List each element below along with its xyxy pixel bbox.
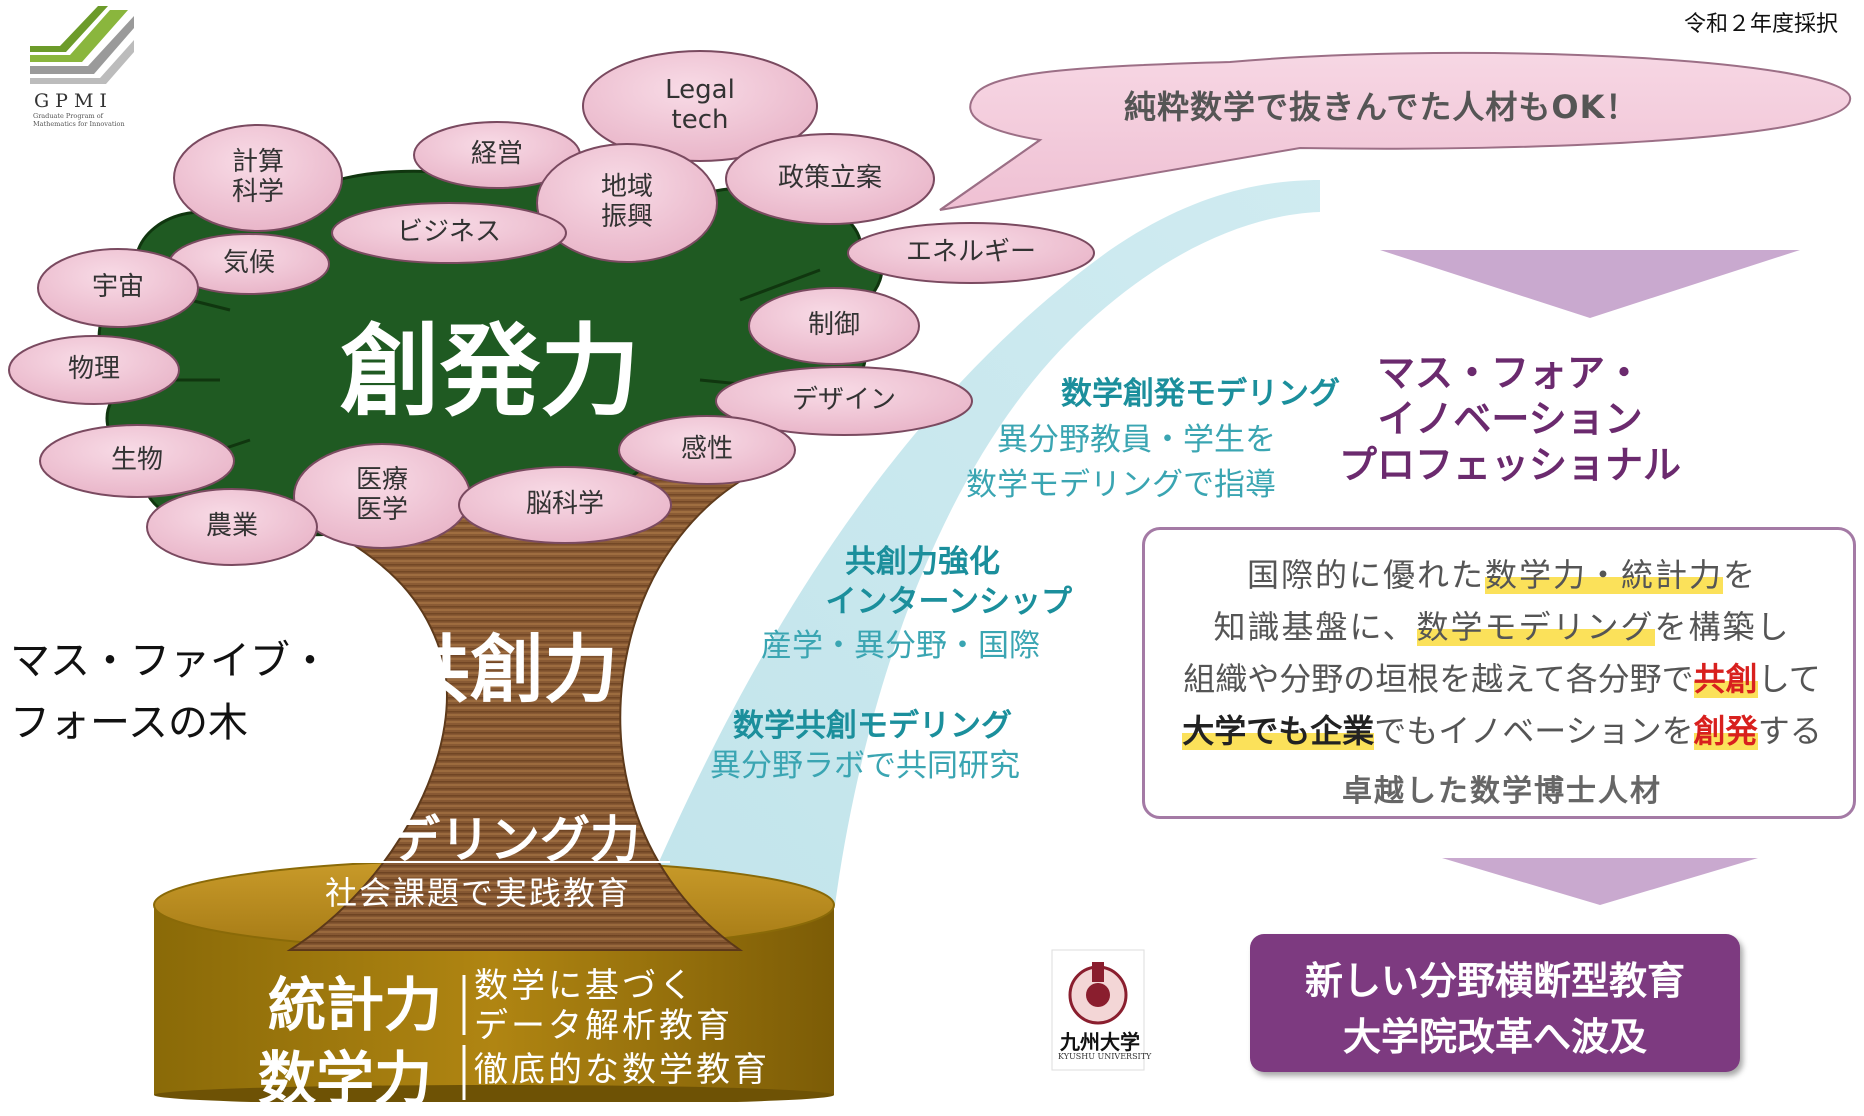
leaf-label-iryo: 医療 医学 xyxy=(355,465,409,525)
leaf-label-butsuri: 物理 xyxy=(67,354,121,385)
program-2-title-2: インターンシップ xyxy=(825,584,1072,620)
base-desc-3: 徹底的な数学教育 xyxy=(474,1050,770,1090)
leaf-keisan xyxy=(173,124,343,232)
speech-bubble-text: 純粋数学で抜きんでた人材もOK！ xyxy=(1124,88,1639,126)
leaf-label-business: ビジネス xyxy=(396,217,502,248)
description-line2: 知識基盤に、数学モデリングを構築し xyxy=(1213,608,1791,646)
leaf-label-keisan: 計算 科学 xyxy=(231,147,285,207)
leaf-label-keiei: 経営 xyxy=(470,139,524,170)
gpmi-logo-text: GPMI xyxy=(34,90,113,112)
leaf-seisaku xyxy=(725,133,935,225)
leaf-label-chiiki: 地域 振興 xyxy=(600,172,654,232)
program-1-title: 数学創発モデリング xyxy=(1061,376,1340,412)
trunk-label: 共創力 xyxy=(396,627,618,713)
leaf-label-nou: 脳科学 xyxy=(525,489,605,520)
description-line3: 組織や分野の垣根を越えて各分野で共創して xyxy=(1183,660,1821,698)
target-title-2: イノベーション xyxy=(1377,397,1643,441)
canopy-label: 創発力 xyxy=(340,312,640,430)
base-desc-2: データ解析教育 xyxy=(474,1006,733,1046)
leaf-label-kiko: 気候 xyxy=(222,248,276,279)
target-title-3: プロフェッショナル xyxy=(1338,443,1681,487)
program-2-line1: 産学・異分野・国際 xyxy=(761,628,1040,664)
leaf-nou xyxy=(458,466,672,544)
leaf-nogyo xyxy=(146,488,318,566)
leaf-label-energy: エネルギー xyxy=(905,237,1037,268)
program-1-line2: 数学モデリングで指導 xyxy=(966,467,1276,503)
leaf-label-seigyo: 制御 xyxy=(807,310,861,341)
university-name-en: KYUSHU UNIVERSITY xyxy=(1058,1052,1152,1061)
speech-bubble-shape xyxy=(939,51,1852,211)
leaf-legal xyxy=(582,50,818,162)
modeling-label: モデリング力 xyxy=(340,810,640,869)
adoption-year-label: 令和２年度採択 xyxy=(1683,12,1838,37)
description-line1: 国際的に優れた数学力・統計力を xyxy=(1246,556,1758,594)
modeling-sublabel: 社会課題で実践教育 xyxy=(325,874,632,912)
arrow-down-lower xyxy=(1442,858,1758,905)
leaf-label-seibutsu: 生物 xyxy=(110,445,164,476)
tree-name-line2: フォースの木 xyxy=(10,700,248,746)
result-line1: 新しい分野横断型教育 xyxy=(1304,959,1685,1003)
leaf-label-design: デザイン xyxy=(791,385,897,416)
leaf-label-seisaku: 政策立案 xyxy=(777,163,883,194)
gpmi-logo-subtitle: Graduate Program of Mathematics for Inno… xyxy=(33,112,125,128)
gpmi-logo-icon xyxy=(30,6,134,84)
description-line4: 大学でも企業でもイノベーションを創発する xyxy=(1182,712,1822,750)
leaf-label-uchu: 宇宙 xyxy=(91,272,145,303)
university-name: 九州大学 xyxy=(1060,1030,1140,1054)
leaf-seigyo xyxy=(748,287,920,365)
kyushu-university-emblem xyxy=(1051,949,1145,1071)
base-desc-1: 数学に基づく xyxy=(474,966,696,1006)
leaf-label-legal: Legal tech xyxy=(665,75,735,135)
leaf-chiiki xyxy=(536,143,718,263)
leaf-seibutsu xyxy=(39,424,235,498)
leaf-business xyxy=(331,202,567,264)
leaf-label-kansei: 感性 xyxy=(680,434,734,465)
base-label-statistics: 統計力 xyxy=(268,971,443,1039)
program-2-title-1: 共創力強化 xyxy=(845,544,1000,580)
description-footer: 卓越した数学博士人材 xyxy=(1342,774,1662,809)
leaf-design xyxy=(715,366,973,436)
program-1-line1: 異分野教員・学生を xyxy=(997,422,1276,458)
flow-beam xyxy=(640,180,1320,905)
result-line2: 大学院改革へ波及 xyxy=(1342,1015,1647,1059)
description-box: 国際的に優れた数学力・統計力を 知識基盤に、数学モデリングを構築し 組織や分野の… xyxy=(1142,527,1856,819)
program-3-line1: 異分野ラボで共同研究 xyxy=(710,748,1020,784)
leaf-butsuri xyxy=(8,335,180,405)
platform-bottom xyxy=(154,1085,834,1102)
target-title-1: マス・フォア・ xyxy=(1376,351,1643,395)
leaf-label-nogyo: 農業 xyxy=(205,511,259,542)
result-box: 新しい分野横断型教育 大学院改革へ波及 xyxy=(1250,934,1740,1072)
leaf-kansei xyxy=(618,415,796,485)
leaf-shapes xyxy=(8,50,1095,566)
leaf-energy xyxy=(847,222,1095,284)
base-label-math: 数学力 xyxy=(258,1045,433,1113)
tree-name-line1: マス・ファイブ・ xyxy=(10,638,330,684)
program-3-title: 数学共創モデリング xyxy=(733,708,1012,744)
leaf-uchu xyxy=(37,248,199,328)
arrow-down-upper xyxy=(1380,250,1800,318)
